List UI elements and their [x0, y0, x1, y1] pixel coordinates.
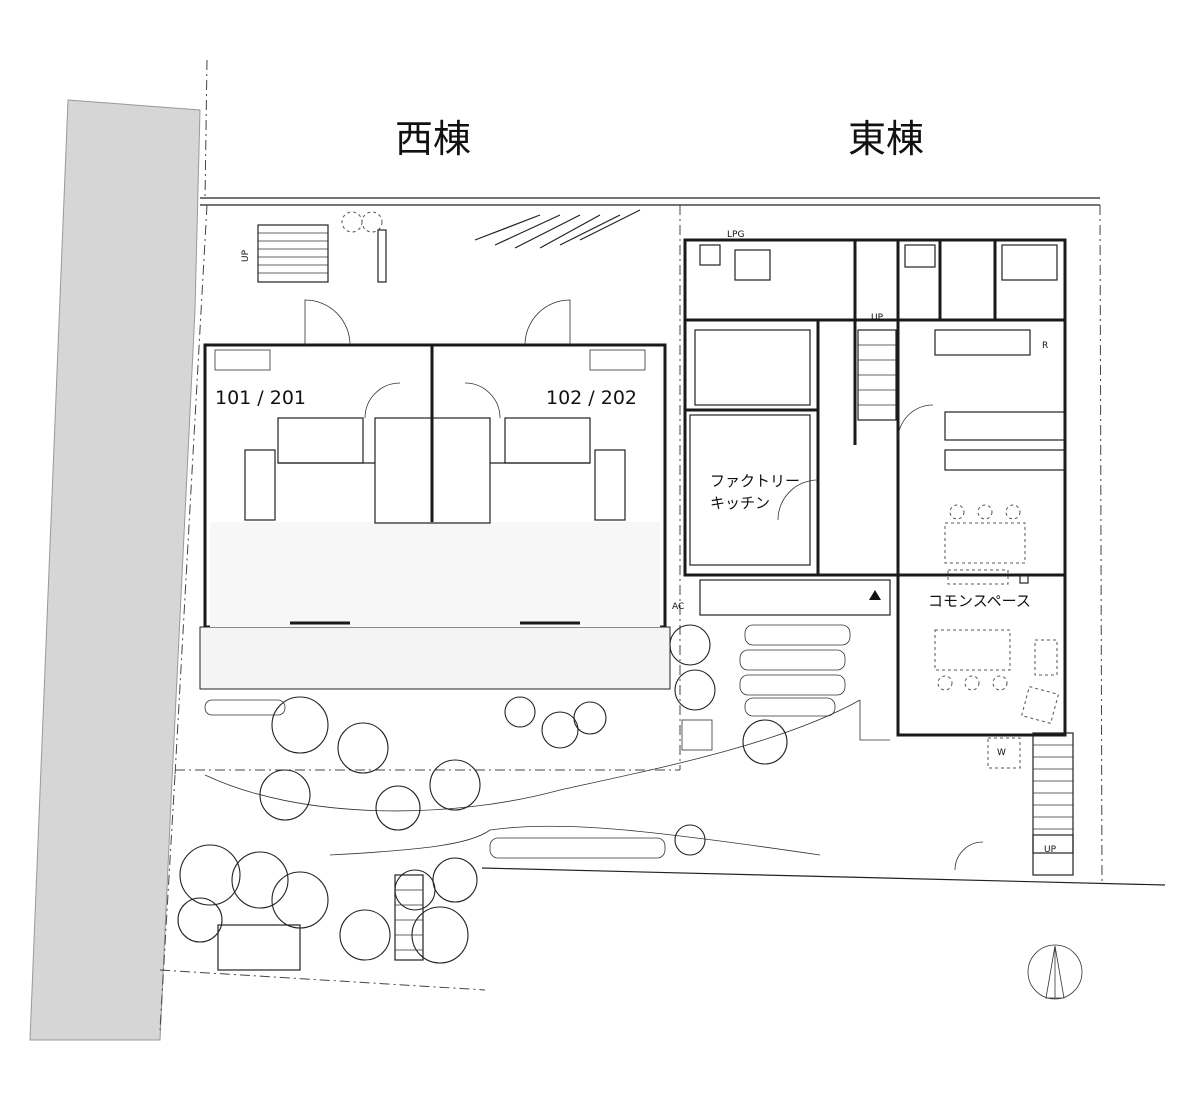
north-arrow-icon — [1027, 944, 1083, 1000]
west-wing-deck — [199, 626, 671, 690]
site-boundary — [159, 59, 1166, 1031]
garden-paths — [204, 699, 890, 856]
lpg-tag: LPG — [727, 230, 744, 240]
east-wing-building — [683, 238, 1067, 737]
planting-beds — [204, 624, 851, 859]
unit-101-201-label: 101 / 201 — [215, 387, 306, 409]
refrigerator-tag: R — [1042, 341, 1048, 351]
west-wing-title: 西棟 — [395, 117, 471, 161]
unit-102-202-label: 102 / 202 — [546, 387, 637, 409]
common-space-label: コモンスペース — [928, 592, 1031, 610]
ac-tag: AC — [672, 602, 684, 612]
neighbor-land — [29, 99, 201, 1041]
west-outdoor-stair — [257, 211, 387, 283]
factory-kitchen-label-line2: キッチン — [710, 494, 770, 512]
entrance-marker — [869, 590, 881, 600]
washer-tag: W — [997, 748, 1006, 758]
up-tag-east-inner-stair: UP — [871, 313, 884, 323]
factory-kitchen-label-line1: ファクトリー — [710, 472, 800, 490]
west-wing-terrace — [210, 522, 660, 627]
west-wing-building — [199, 299, 671, 690]
up-tag-west-stair: UP — [241, 249, 251, 262]
south-structures — [217, 719, 713, 971]
bicycle-parking — [474, 209, 641, 249]
east-wing-title: 東棟 — [848, 117, 924, 161]
east-exterior-stair — [954, 732, 1074, 876]
up-tag-east-exterior-stair: UP — [1044, 845, 1057, 855]
